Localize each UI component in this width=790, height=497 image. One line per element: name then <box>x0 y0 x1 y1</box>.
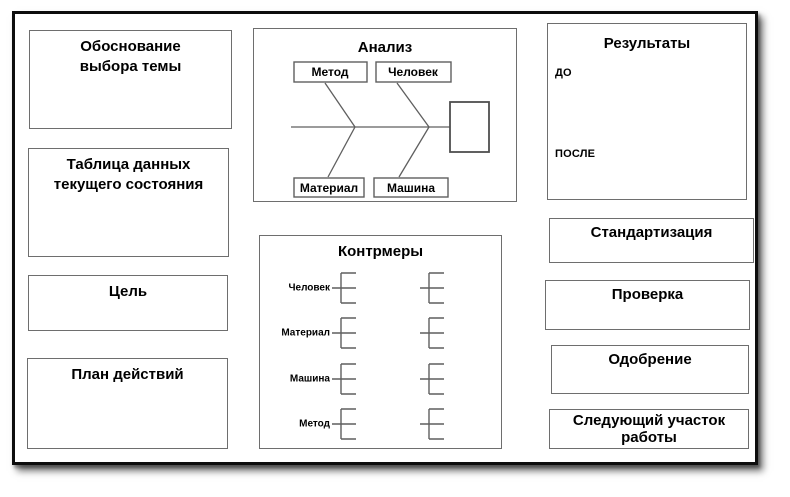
check-box: Проверка <box>545 280 750 330</box>
cause-label-person: Человек <box>388 65 439 79</box>
branch-bracket-icon <box>332 272 356 304</box>
analysis-title: Анализ <box>357 39 413 56</box>
current-state-table-label: Таблица данных текущего состояния <box>53 156 204 193</box>
goal-box: Цель <box>28 275 228 331</box>
cause-label-material: Материал <box>300 181 358 195</box>
next-work-area-label: Следующий участок работы <box>572 412 726 447</box>
standardization-box: Стандартизация <box>549 218 754 263</box>
countermeasures-box: Контрмеры Человек Материал Машина <box>259 235 502 449</box>
justification-box: Обоснование выбора темы <box>29 30 232 129</box>
approval-box: Одобрение <box>551 345 749 394</box>
branch-bracket-icon <box>420 317 444 349</box>
cause-box-method <box>293 61 368 83</box>
results-after-label: ПОСЛЕ <box>555 148 596 160</box>
countermeasures-title: Контрмеры <box>337 243 424 260</box>
goal-label: Цель <box>108 283 148 300</box>
standardization-label: Стандартизация <box>590 224 713 241</box>
action-plan-label: План действий <box>71 366 184 383</box>
branch-bracket-icon <box>332 408 356 440</box>
cause-box-person <box>375 61 452 83</box>
branch-bracket-icon <box>420 408 444 440</box>
cause-box-machine <box>373 177 449 198</box>
countermeasure-row-label: Материал <box>281 327 330 339</box>
effect-box <box>449 101 490 153</box>
countermeasure-row-label: Машина <box>289 373 330 385</box>
current-state-table-box: Таблица данных текущего состояния <box>28 148 229 257</box>
branch-bracket-icon <box>420 272 444 304</box>
approval-label: Одобрение <box>608 351 692 368</box>
branch-bracket-icon <box>332 363 356 395</box>
justification-label: Обоснование выбора темы <box>79 38 182 75</box>
next-work-area-box: Следующий участок работы <box>549 409 749 449</box>
cause-label-machine: Машина <box>387 181 435 195</box>
analysis-box: Метод Человек Материал Машина Анализ <box>253 28 517 202</box>
action-plan-box: План действий <box>27 358 228 449</box>
countermeasure-row-material: Материал <box>260 316 501 350</box>
fishbone-diagram: Метод Человек Материал Машина <box>291 61 490 198</box>
results-before-label: ДО <box>555 67 572 79</box>
countermeasure-row-person: Человек <box>260 271 501 305</box>
cause-box-material <box>293 177 365 198</box>
branch-bracket-icon <box>420 363 444 395</box>
countermeasure-row-machine: Машина <box>260 362 501 396</box>
cause-label-method: Метод <box>311 65 348 79</box>
branch-bracket-icon <box>332 317 356 349</box>
countermeasure-row-label: Метод <box>299 418 330 430</box>
countermeasure-row-label: Человек <box>288 282 331 294</box>
check-label: Проверка <box>611 286 684 303</box>
results-title: Результаты <box>603 35 691 52</box>
results-box: Результаты ДО ПОСЛЕ <box>547 23 747 200</box>
countermeasure-row-method: Метод <box>260 407 501 441</box>
